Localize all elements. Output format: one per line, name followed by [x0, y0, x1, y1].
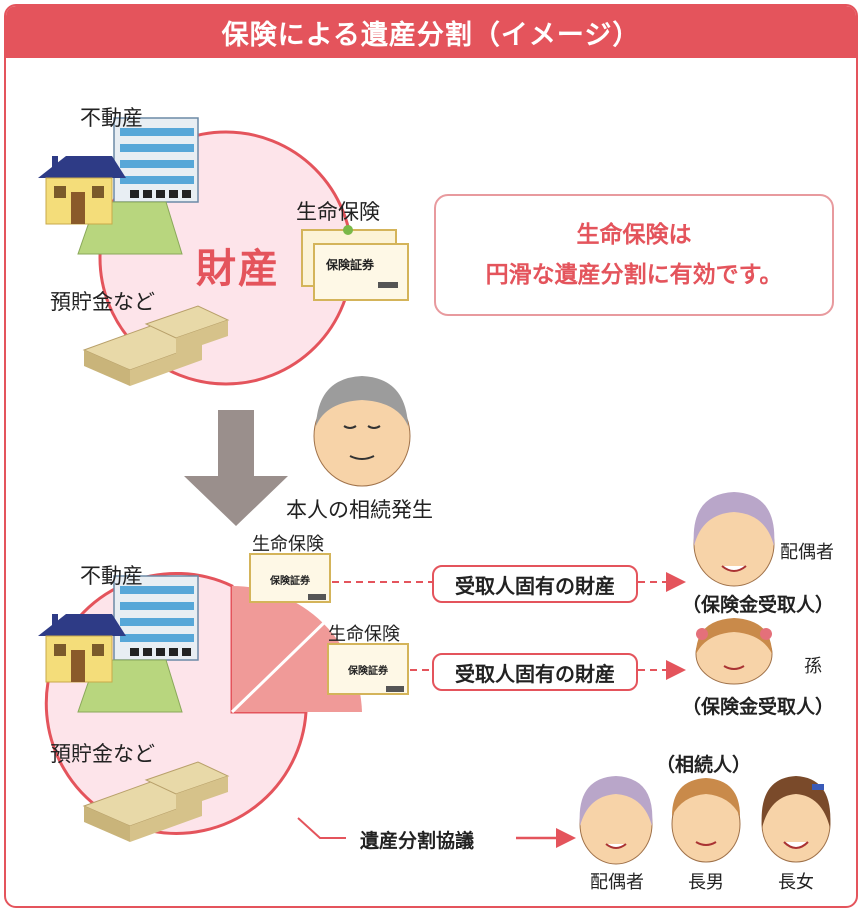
certificate-label-1: 保険証券	[270, 576, 310, 587]
grandchild-label: 孫	[804, 656, 822, 677]
spouse-label: 配偶者	[590, 872, 644, 893]
inheritance-event-label: 本人の相続発生	[286, 498, 433, 522]
division-agreement-label: 遺産分割協議	[360, 830, 475, 852]
down-arrow-icon	[184, 410, 288, 526]
eldest-son-label: 長男	[688, 872, 724, 893]
building-icon	[113, 117, 199, 203]
eldest-daughter-icon	[761, 776, 831, 863]
division-arrow-head	[556, 828, 576, 848]
callout-box: 生命保険は 円滑な遺産分割に有効です。	[434, 194, 834, 316]
life-insurance-label-1: 生命保険	[252, 534, 324, 555]
grandchild-icon	[695, 618, 773, 685]
house-icon	[38, 156, 126, 225]
cash-icon	[82, 305, 230, 386]
grandfather-icon	[313, 376, 411, 487]
diagram-graphics	[38, 117, 831, 865]
beneficiary-label-2: （保険金受取人）	[682, 696, 835, 718]
insurance-certificate-icon-1	[249, 553, 331, 603]
callout-line-1: 生命保険は	[576, 222, 692, 248]
real-estate-label-top: 不動産	[80, 106, 143, 130]
certificate-label-2: 保険証券	[348, 666, 388, 677]
recipient-asset-box-2: 受取人固有の財産	[432, 653, 638, 691]
eldest-daughter-label: 長女	[778, 872, 814, 893]
spouse-icon	[579, 776, 653, 865]
life-insurance-label-top: 生命保険	[296, 200, 380, 224]
life-insurance-label-2: 生命保険	[328, 624, 400, 645]
recipient-asset-box-1: 受取人固有の財産	[432, 565, 638, 603]
diagram-frame: 保険による遺産分割（イメージ）	[4, 4, 858, 908]
arrow-head-1	[666, 572, 686, 592]
page-title: 保険による遺産分割（イメージ）	[6, 6, 856, 58]
cash-icon-bottom	[82, 761, 230, 842]
spouse-icon-top	[693, 492, 775, 587]
insurance-certificate-icon-2	[327, 643, 409, 695]
spouse-label-top: 配偶者	[780, 542, 834, 563]
real-estate-label-bottom: 不動産	[80, 564, 143, 588]
insurance-certificate-icon	[301, 225, 409, 301]
arrow-head-2	[666, 660, 686, 680]
certificate-label-top: 保険証券	[326, 258, 375, 272]
beneficiary-label-1: （保険金受取人）	[682, 594, 835, 616]
division-line	[297, 817, 346, 839]
savings-label-bottom: 預貯金など	[50, 742, 155, 766]
house-icon-bottom	[38, 614, 126, 683]
savings-label-top: 預貯金など	[50, 290, 155, 314]
heirs-caption: （相続人）	[656, 754, 752, 776]
callout-line-2: 円滑な遺産分割に有効です。	[485, 262, 783, 288]
building-icon-bottom	[113, 575, 199, 661]
assets-label: 財産	[196, 246, 280, 292]
eldest-son-icon	[671, 778, 741, 863]
